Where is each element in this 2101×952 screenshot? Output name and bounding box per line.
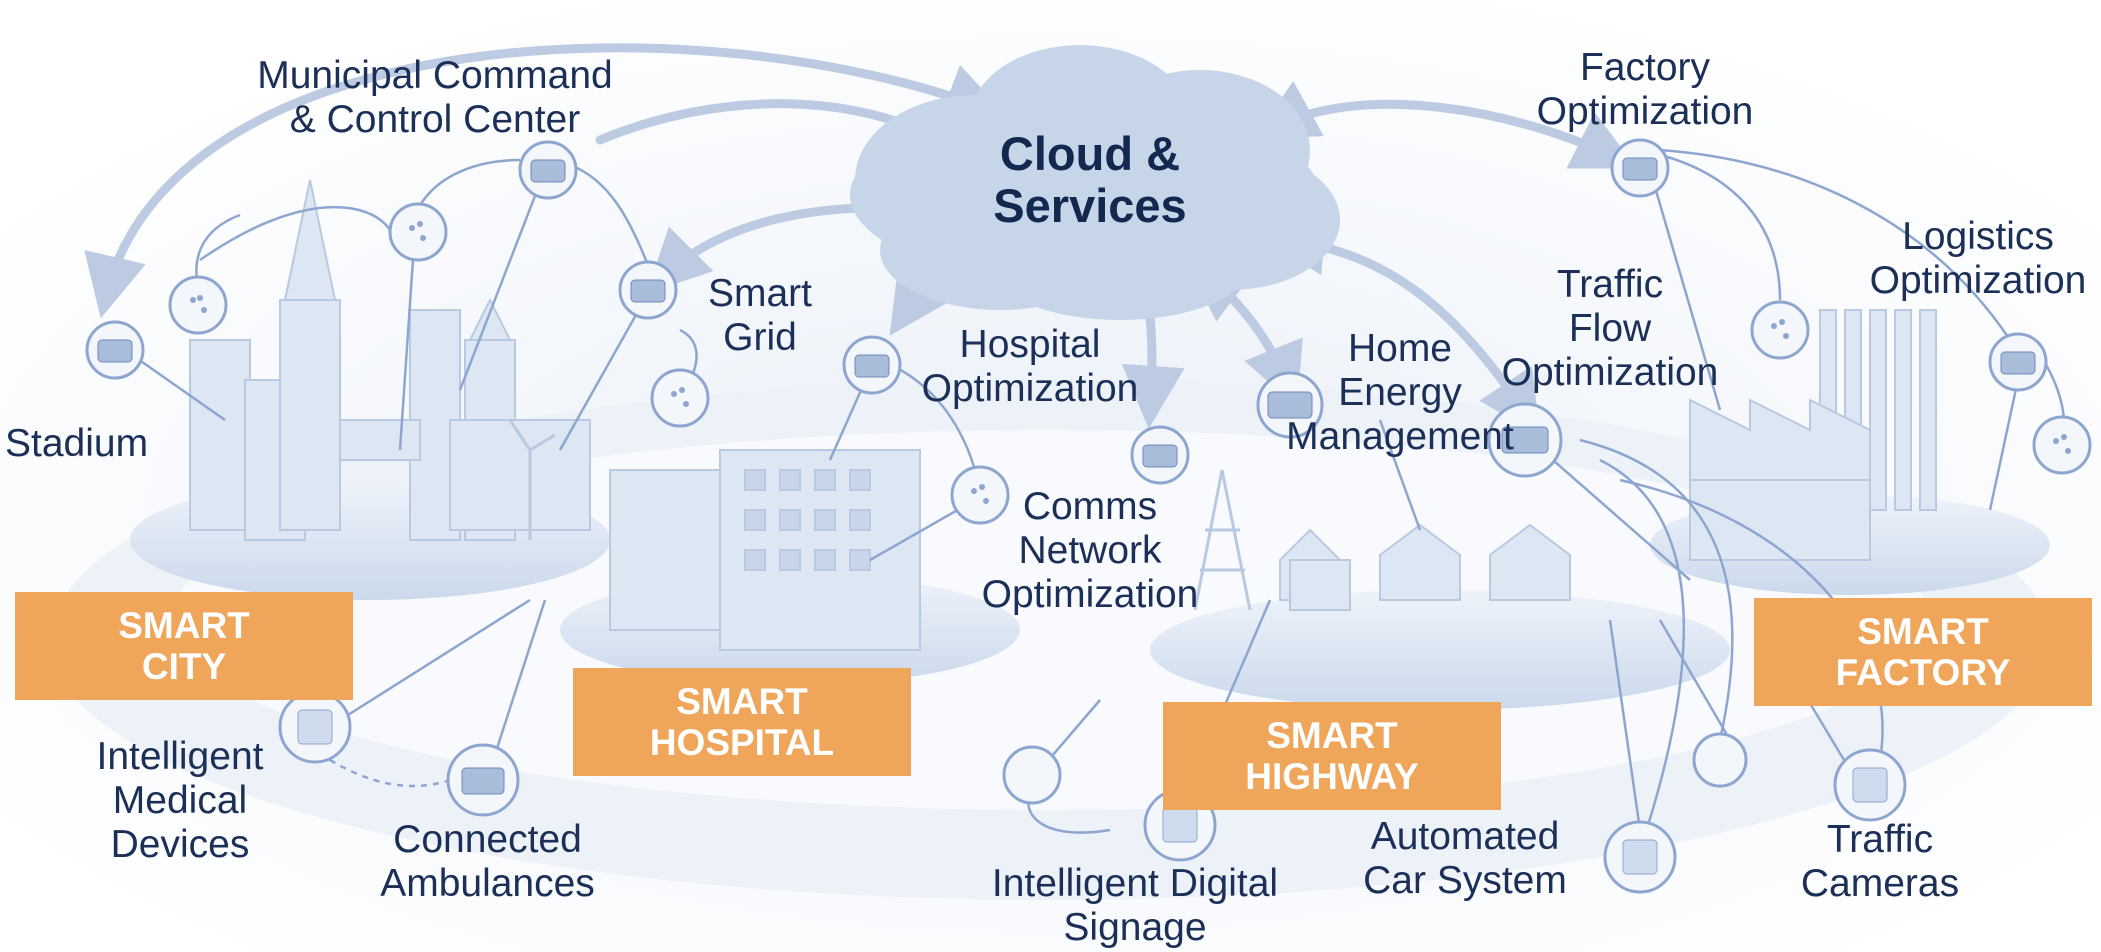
device-node: [842, 335, 902, 395]
label-medical-devices: Intelligent Medical Devices: [96, 735, 264, 866]
device-node: [1988, 332, 2048, 392]
highway-houses: [1279, 523, 1571, 611]
sensor-node: [650, 368, 710, 428]
smart-highway-banner: SMART HIGHWAY: [1163, 702, 1501, 810]
device-node: [446, 743, 520, 817]
smart-hospital-banner: SMART HOSPITAL: [573, 668, 911, 776]
device-node: [1130, 425, 1190, 485]
smart-city-banner: SMART CITY: [15, 592, 353, 700]
banner-line2: CITY: [141, 646, 227, 687]
device-node: [1256, 371, 1324, 439]
label-hospital-optimization: Hospital Optimization: [921, 323, 1139, 410]
label-traffic-cameras: Traffic Cameras: [1800, 818, 1960, 905]
device-node: [278, 690, 352, 764]
device-node: [1603, 820, 1677, 894]
label-connected-ambulances: Connected Ambulances: [380, 818, 595, 905]
label-home-energy: Home Energy Management: [1286, 327, 1514, 458]
label-traffic-flow: Traffic Flow Optimization: [1501, 263, 1719, 394]
banner-line1: SMART: [118, 605, 250, 646]
sensor-node: [168, 275, 228, 335]
highway-platform: [1150, 590, 1730, 710]
device-node: [85, 320, 145, 380]
banner-line1: SMART: [676, 681, 808, 722]
sensor-node: [388, 202, 448, 262]
cloud-shape: [850, 45, 1340, 320]
device-node: [518, 140, 578, 200]
banner-line1: SMART: [1266, 715, 1398, 756]
label-stadium: Stadium: [5, 422, 149, 465]
smart-factory-banner: SMART FACTORY: [1754, 598, 2092, 706]
banner-line2: HOSPITAL: [649, 722, 835, 763]
device-node: [1487, 402, 1563, 478]
banner-line2: HIGHWAY: [1245, 756, 1419, 797]
label-comms-network: Comms Network Optimization: [981, 485, 1199, 616]
cloud-title-line1: Cloud &: [999, 127, 1181, 180]
label-smart-grid: Smart Grid: [707, 272, 812, 359]
banner-line2: FACTORY: [1835, 652, 2011, 693]
cloud-title-line2: Services: [993, 179, 1187, 232]
banner-line1: SMART: [1857, 611, 1989, 652]
label-automated-car-system: Automated Car System: [1363, 815, 1567, 902]
sensor-node: [1002, 745, 1062, 805]
label-logistics-optimization: Logistics Optimization: [1869, 215, 2087, 302]
cloud-services-title: Cloud & Services: [940, 128, 1240, 232]
hospital-building: [609, 449, 921, 651]
wind-turbine: [508, 419, 556, 540]
device-node: [1610, 138, 1670, 198]
sensor-node: [950, 465, 1010, 525]
sensor-node: [1750, 300, 1810, 360]
comms-tower: [1193, 469, 1252, 611]
label-factory-optimization: Factory Optimization: [1536, 46, 1754, 133]
sensor-node: [2032, 415, 2092, 475]
device-node: [618, 260, 678, 320]
sensor-node: [1692, 732, 1748, 788]
device-node: [1833, 748, 1907, 822]
label-digital-signage: Intelligent Digital Signage: [991, 862, 1279, 949]
label-municipal-command: Municipal Command & Control Center: [257, 54, 613, 141]
